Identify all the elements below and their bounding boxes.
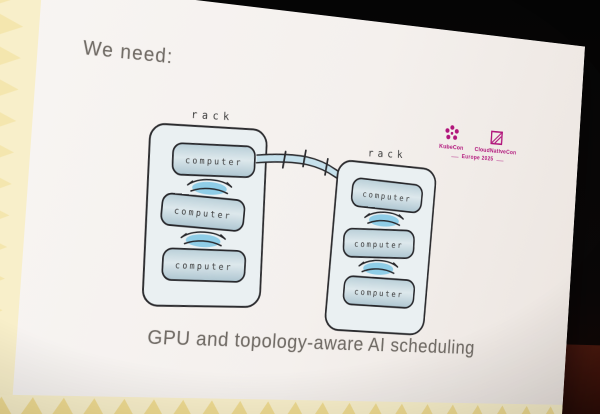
slide-title: We need: <box>82 37 174 69</box>
computer-box <box>172 143 255 178</box>
cloudnativecon-label: CloudNativeCon <box>474 146 517 157</box>
triangle-pattern-left <box>0 0 27 414</box>
computer-box <box>160 193 245 232</box>
cube-icon <box>488 129 504 147</box>
computer-label: computer <box>175 261 233 273</box>
inter-computer-connector <box>181 231 226 249</box>
computer-box <box>162 248 246 282</box>
inter-computer-connector <box>187 178 232 196</box>
rack-right: rack computer computer computer <box>324 147 438 335</box>
rack-right-label: rack <box>368 147 407 161</box>
slide-border-bottom-triangles <box>0 393 563 414</box>
racks-diagram: rack computer computer computer <box>115 108 468 344</box>
computer-box <box>351 178 423 214</box>
computer-label: computer <box>354 239 404 250</box>
cloudnativecon-logo: CloudNativeCon <box>474 127 517 156</box>
presentation-slide: We need: KubeC <box>0 0 585 414</box>
computer-box <box>343 228 414 258</box>
computer-label: computer <box>185 156 243 168</box>
slide-border-left-triangles <box>0 0 43 414</box>
right-dash <box>496 159 504 162</box>
rack-left: rack computer computer computer <box>138 108 273 310</box>
rack-left-label: rack <box>191 108 234 123</box>
computer-box <box>343 276 415 309</box>
computer-label: computer <box>354 287 404 300</box>
triangle-pattern-bottom <box>0 395 563 414</box>
